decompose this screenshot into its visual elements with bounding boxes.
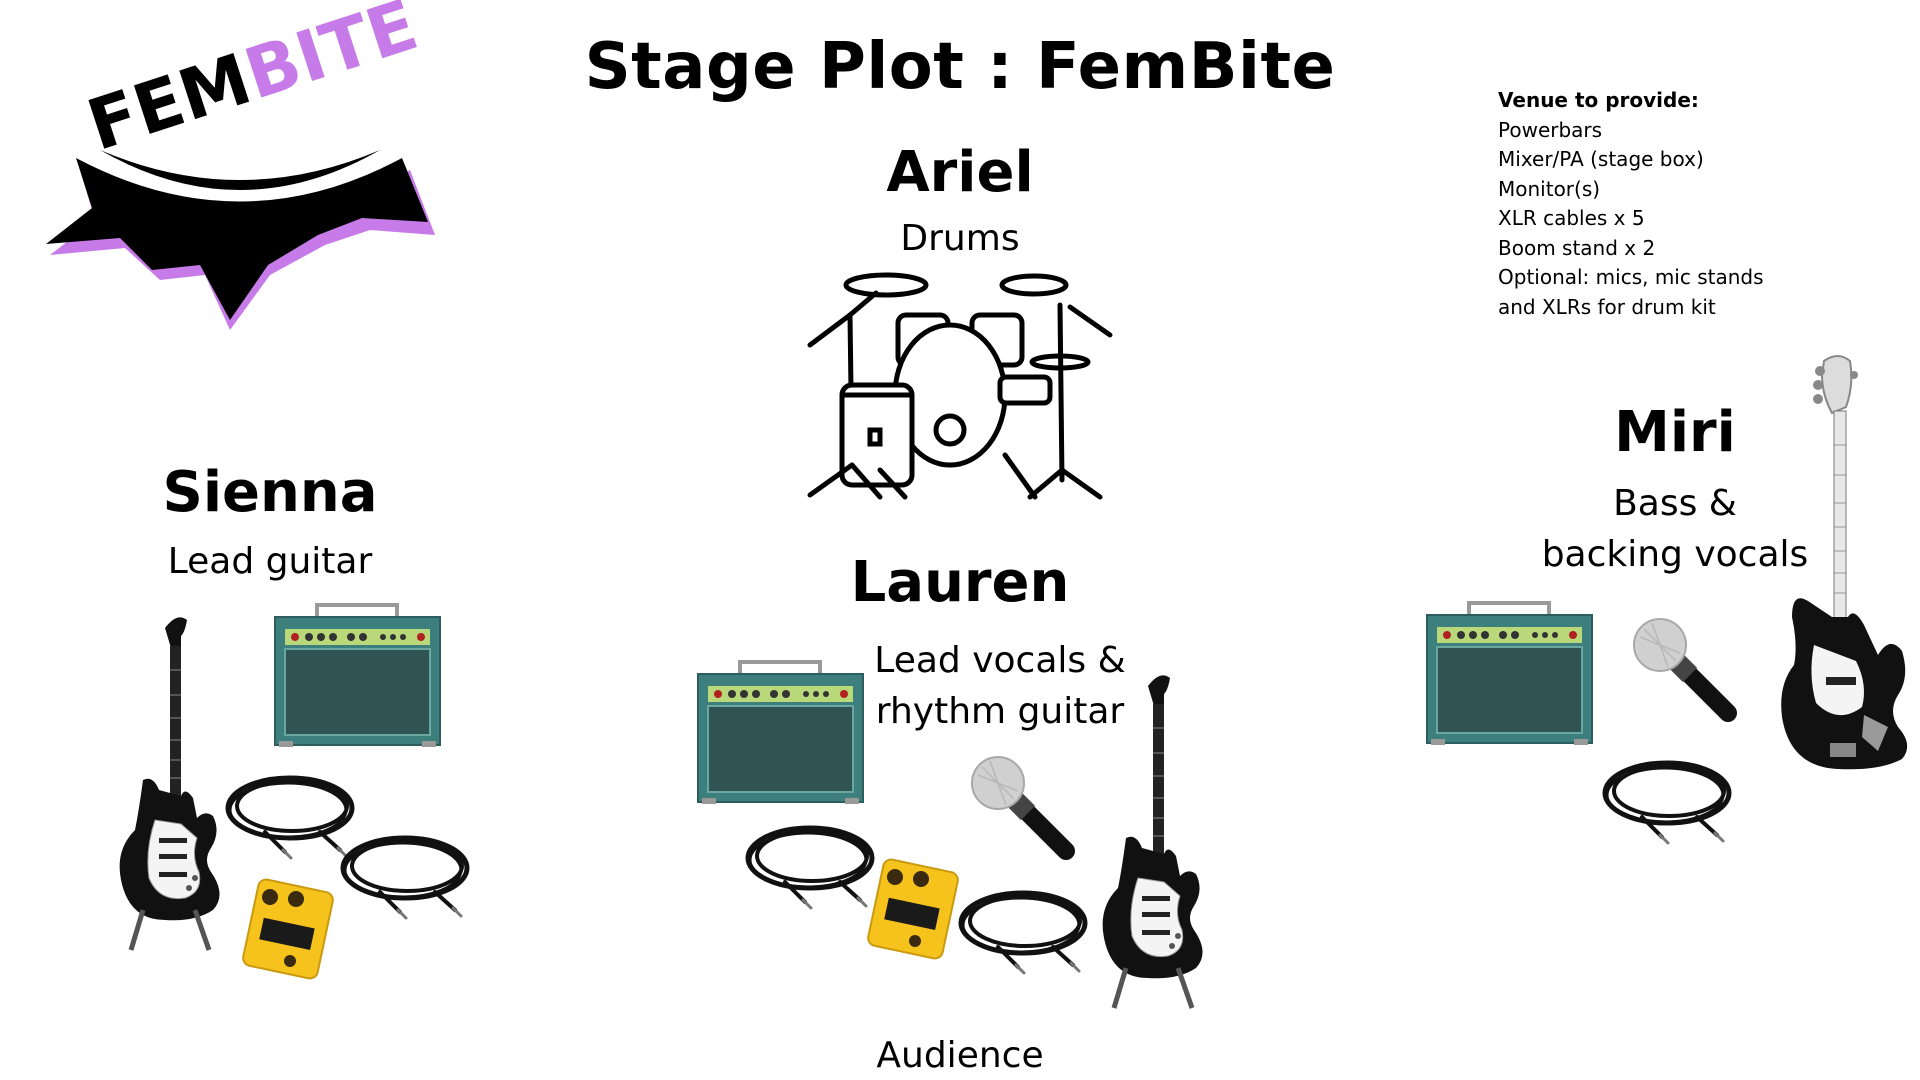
lash-eye-icon: [46, 150, 435, 330]
cable-icon: [1602, 755, 1737, 850]
pedal-icon: [240, 877, 336, 981]
venue-item: Boom stand x 2: [1498, 235, 1656, 260]
performer-role-miri-line2: backing vocals: [1541, 534, 1809, 575]
page-title: Stage Plot : FemBite: [584, 30, 1336, 104]
venue-item: Monitor(s): [1498, 176, 1601, 201]
venue-requirements: Venue to provide: Powerbars Mixer/PA (st…: [1498, 86, 1764, 322]
venue-item: Powerbars: [1498, 117, 1603, 142]
venue-item: Optional: mics, mic stands: [1498, 265, 1764, 289]
performer-role-lauren-line2: rhythm guitar: [875, 691, 1125, 732]
microphone-icon: [1632, 617, 1742, 727]
pedal-icon: [865, 857, 961, 961]
performer-role-lauren-line1: Lead vocals &: [874, 640, 1126, 681]
venue-heading: Venue to provide:: [1498, 88, 1699, 112]
performer-role-sienna: Lead guitar: [167, 541, 373, 582]
amp-icon: [273, 603, 442, 749]
cable-icon: [745, 820, 880, 915]
venue-item: XLR cables x 5: [1498, 206, 1645, 230]
logo-text: FEMBITE: [78, 0, 427, 167]
fembite-logo: FEMBITE: [46, 0, 435, 330]
drum-kit-icon: [807, 272, 1113, 500]
amp-icon: [696, 660, 865, 806]
cable-icon: [958, 885, 1093, 980]
performer-name-ariel: Ariel: [886, 140, 1034, 205]
performer-role-miri-line1: Bass &: [1613, 483, 1737, 524]
audience-label: Audience: [876, 1035, 1044, 1076]
microphone-icon: [970, 755, 1080, 865]
cable-icon: [340, 830, 475, 925]
electric-guitar-icon: [115, 610, 235, 955]
performer-name-lauren: Lauren: [850, 550, 1070, 615]
performer-name-miri: Miri: [1614, 400, 1736, 465]
bass-guitar-icon: [1780, 355, 1909, 771]
venue-item: and XLRs for drum kit: [1498, 294, 1716, 319]
venue-item: Mixer/PA (stage box): [1498, 147, 1704, 171]
performer-name-sienna: Sienna: [162, 460, 378, 525]
electric-guitar-icon: [1098, 668, 1218, 1013]
performer-role-ariel: Drums: [900, 218, 1020, 259]
amp-icon: [1425, 601, 1594, 747]
